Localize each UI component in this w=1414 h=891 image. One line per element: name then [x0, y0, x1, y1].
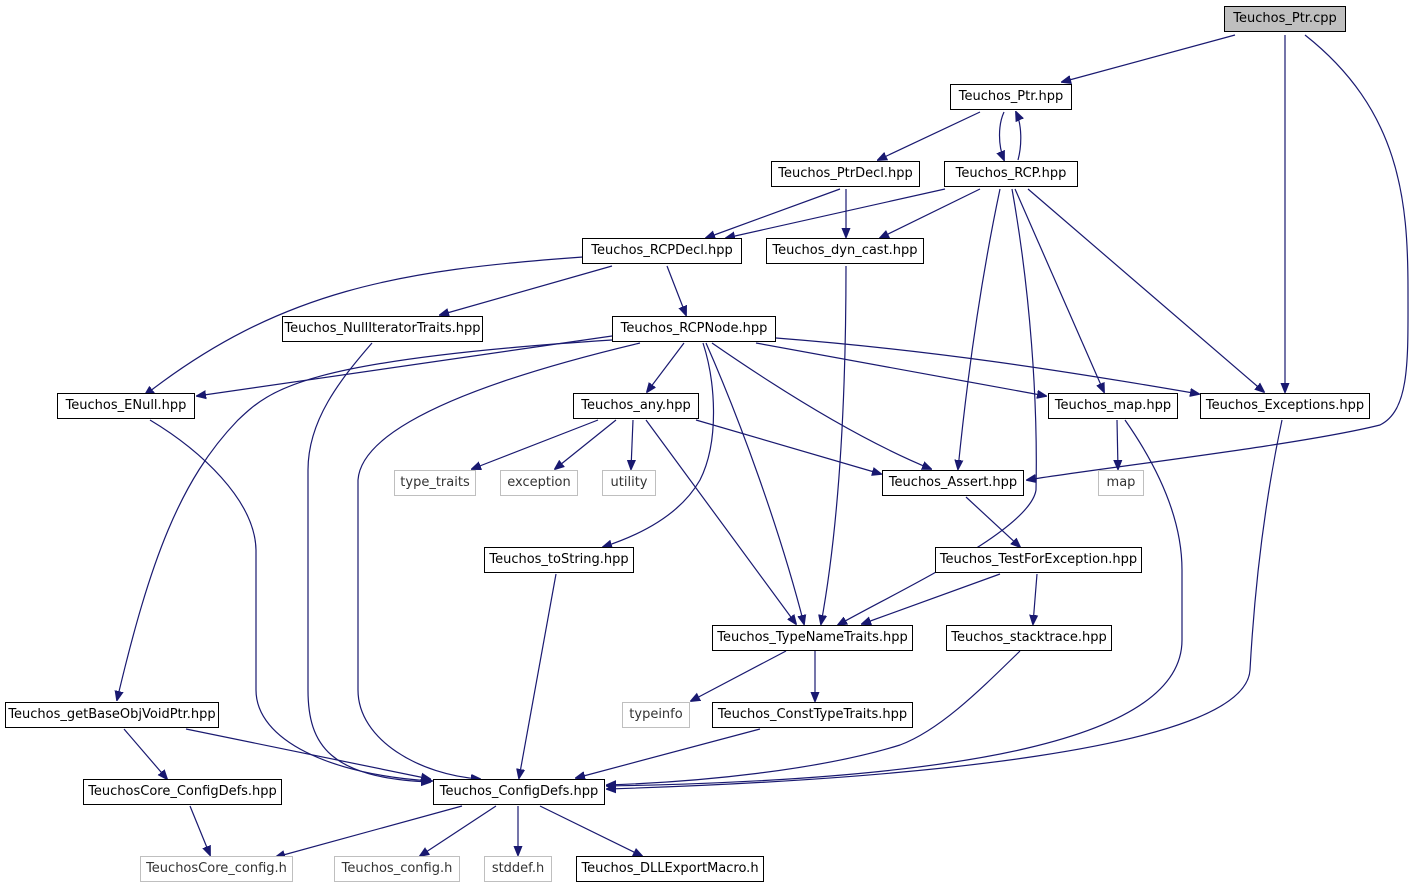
node-stddef-h[interactable]: stddef.h — [484, 856, 552, 882]
edge-nulliter-configdefs — [307, 342, 430, 782]
node-utility[interactable]: utility — [602, 470, 656, 496]
edge-ptrcpp-assert — [1027, 34, 1409, 480]
edge-rcpnode-exceptions — [775, 337, 1199, 394]
node-teuchos-map-hpp[interactable]: Teuchos_map.hpp — [1048, 393, 1178, 419]
edge-exceptions-configdefs — [607, 419, 1283, 789]
edge-coreconfigdefs-coreconfig — [189, 805, 210, 855]
edge-any-utility — [631, 419, 633, 469]
edge-configdefs-dllexport — [539, 805, 642, 856]
edge-rcpnode-enull — [197, 335, 613, 396]
edge-rcpnode-any — [647, 342, 685, 392]
node-teuchos-stacktrace-hpp[interactable]: Teuchos_stacktrace.hpp — [946, 625, 1112, 651]
node-teuchos-rcpnode-hpp[interactable]: Teuchos_RCPNode.hpp — [612, 316, 776, 342]
node-teuchos-tostring-hpp[interactable]: Teuchos_toString.hpp — [484, 547, 634, 573]
edge-rcpdecl-nulliter — [440, 265, 613, 315]
node-teuchos-config-h[interactable]: Teuchos_config.h — [334, 856, 460, 882]
node-teuchos-typenametraits-hpp[interactable]: Teuchos_TypeNameTraits.hpp — [712, 625, 913, 651]
edge-getbase-configdefs — [185, 728, 430, 779]
edge-maphpp-configdefs — [607, 419, 1183, 786]
node-type-traits[interactable]: type_traits — [394, 470, 476, 496]
edge-configdefs-coreconfig — [276, 805, 463, 857]
edge-getbase-coreconfigdefs — [123, 728, 167, 779]
edge-testforexc-typename — [862, 573, 1001, 624]
edge-rcpnode-assert — [711, 342, 931, 469]
node-teuchos-nulliteratortraits-hpp[interactable]: Teuchos_NullIteratorTraits.hpp — [282, 316, 483, 342]
edge-rcpnode-typename — [705, 342, 804, 624]
node-teuchos-configdefs-hpp[interactable]: Teuchos_ConfigDefs.hpp — [433, 779, 605, 805]
node-teuchos-enull-hpp[interactable]: Teuchos_ENull.hpp — [57, 393, 195, 419]
edge-tostring-configdefs — [519, 573, 557, 778]
edge-ptrhpp-rcp — [1000, 111, 1005, 160]
edge-rcp-assert — [958, 188, 1001, 469]
edge-ptrdecl-rcpdecl — [706, 188, 841, 238]
edge-any-typename — [645, 419, 796, 624]
edge-any-assert — [695, 419, 881, 474]
edge-assert-testforexc — [965, 496, 1020, 547]
node-teuchos-dyn-cast-hpp[interactable]: Teuchos_dyn_cast.hpp — [766, 238, 924, 264]
edge-rcpdecl-enull — [145, 256, 584, 395]
node-teuchos-exceptions-hpp[interactable]: Teuchos_Exceptions.hpp — [1200, 393, 1370, 419]
edge-rcp-map — [1014, 188, 1104, 392]
node-teuchos-assert-hpp[interactable]: Teuchos_Assert.hpp — [882, 470, 1024, 496]
node-teuchoscore-configdefs-hpp[interactable]: TeuchosCore_ConfigDefs.hpp — [83, 779, 282, 805]
edge-any-exception — [555, 419, 617, 469]
edge-rcpnode-getbase — [117, 339, 613, 700]
edge-consttype-configdefs — [576, 728, 761, 778]
edge-rcp-ptrhpp — [1016, 112, 1021, 161]
node-teuchos-ptr-cpp[interactable]: Teuchos_Ptr.cpp — [1224, 6, 1346, 32]
node-teuchos-consttypetraits-hpp[interactable]: Teuchos_ConstTypeTraits.hpp — [712, 702, 913, 728]
edge-typename-typeinfo — [691, 650, 787, 701]
node-teuchoscore-config-h[interactable]: TeuchosCore_config.h — [140, 856, 293, 882]
node-teuchos-ptrdecl-hpp[interactable]: Teuchos_PtrDecl.hpp — [771, 161, 920, 187]
node-teuchos-testforexception-hpp[interactable]: Teuchos_TestForException.hpp — [935, 547, 1142, 573]
node-teuchos-ptr-hpp[interactable]: Teuchos_Ptr.hpp — [950, 84, 1072, 110]
node-teuchos-rcp-hpp[interactable]: Teuchos_RCP.hpp — [944, 161, 1078, 187]
edge-maphpp-map — [1117, 419, 1118, 469]
node-exception[interactable]: exception — [500, 470, 578, 496]
edge-configdefs-config — [420, 805, 497, 856]
node-teuchos-any-hpp[interactable]: Teuchos_any.hpp — [573, 393, 699, 419]
edge-rcp-exceptions — [1027, 188, 1264, 392]
edge-any-typetraits — [472, 419, 599, 469]
edge-rcp-typename — [838, 188, 1037, 625]
node-map[interactable]: map — [1098, 470, 1144, 496]
node-teuchos-getbaseobjvoidptr-hpp[interactable]: Teuchos_getBaseObjVoidPtr.hpp — [5, 702, 219, 728]
node-typeinfo[interactable]: typeinfo — [622, 702, 690, 728]
node-teuchos-dllexportmacro-h[interactable]: Teuchos_DLLExportMacro.h — [576, 856, 764, 882]
edge-rcpdecl-rcpnode — [666, 265, 686, 315]
edge-rcpnode-configdefs — [357, 342, 641, 779]
edge-ptrhpp-ptrdecl — [878, 111, 981, 160]
edge-rcpnode-map — [755, 342, 1046, 396]
edge-rcpnode-tostring — [603, 342, 715, 547]
edge-stacktrace-configdefs — [607, 650, 1021, 785]
edge-ptrcpp-ptrhpp — [1062, 34, 1236, 82]
edge-dyncast-typename — [821, 265, 847, 624]
edge-enull-configdefs — [149, 419, 432, 781]
node-teuchos-rcpdecl-hpp[interactable]: Teuchos_RCPDecl.hpp — [582, 238, 742, 264]
edge-rcp-dyncast — [880, 188, 981, 238]
edge-testforexc-stacktrace — [1033, 573, 1037, 624]
edge-rcp-rcpdecl — [726, 188, 946, 238]
